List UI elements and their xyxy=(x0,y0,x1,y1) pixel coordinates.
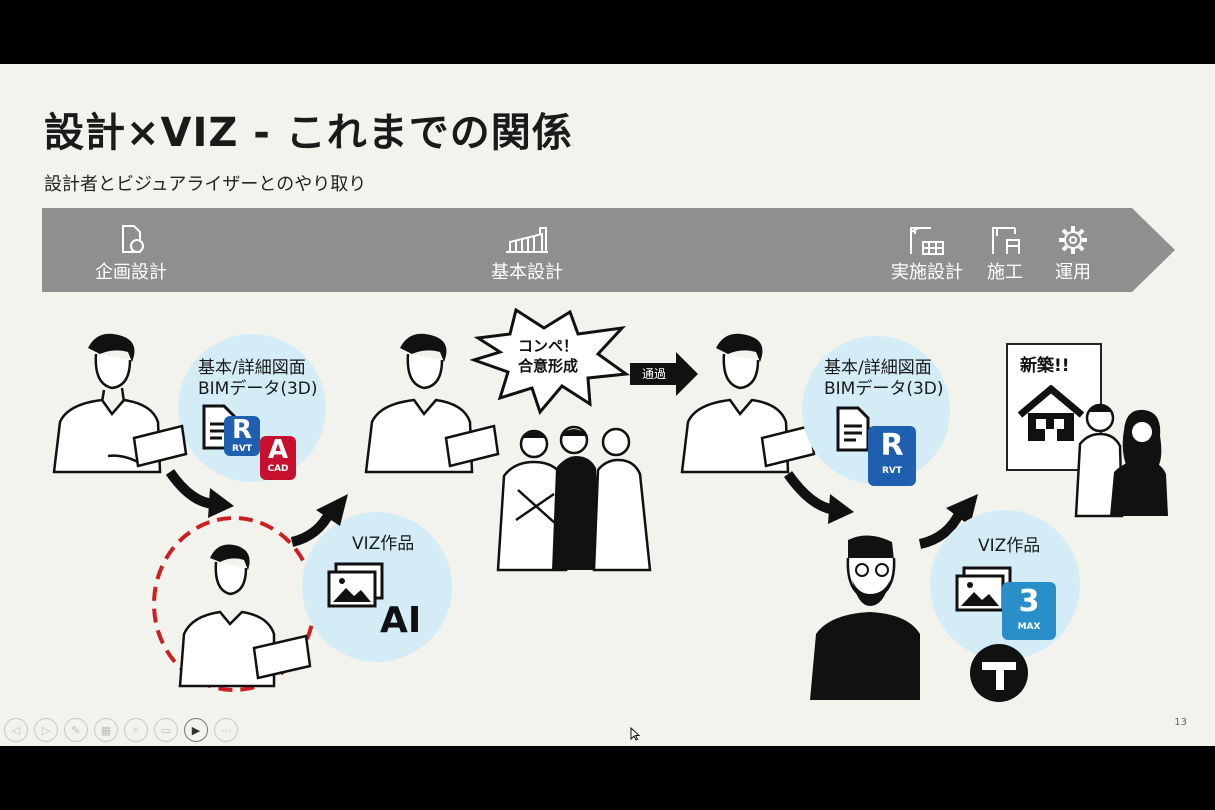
curved-arrow-down-icon xyxy=(166,469,234,518)
3dsmax-badge: 3 MAX xyxy=(1002,582,1056,640)
subtitles-button[interactable]: ▭ xyxy=(154,718,178,742)
revit-badge: R RVT xyxy=(224,416,260,456)
house-icon xyxy=(1017,385,1085,441)
presentation-slide: 設計×VIZ - これまでの関係 設計者とビジュアライザーとのやり取り 企画設計… xyxy=(0,64,1215,746)
drawings-label-right: 基本/詳細図面 xyxy=(824,358,932,378)
slide-title: 設計×VIZ - これまでの関係 xyxy=(44,110,573,156)
revit-badge-right: R RVT xyxy=(868,426,916,486)
curved-arrow-down-right-icon xyxy=(784,471,854,524)
phase-construction-label: 施工 xyxy=(987,262,1023,283)
slideshow-toolbar: ◁ ▷ ✎ ▦ ⌕ ▭ ▶ ⋯ xyxy=(4,718,238,742)
burst-label: コンペ！合意形成 xyxy=(517,337,578,375)
design-data-bubble-left xyxy=(178,334,326,482)
image-gallery-icon xyxy=(327,562,384,608)
viz-works-label-left: VIZ作品 xyxy=(352,534,415,554)
new-building-label: 新築!! xyxy=(1020,356,1070,376)
phase-detailed-label: 実施設計 xyxy=(891,262,963,283)
page-number: 13 xyxy=(1174,717,1187,728)
twinmotion-logo-icon xyxy=(970,644,1028,702)
ai-label: AI xyxy=(380,600,422,641)
next-slide-button[interactable]: ▷ xyxy=(34,718,58,742)
mouse-pointer-icon xyxy=(630,727,640,741)
pass-label: 通過 xyxy=(630,363,678,385)
slide-subtitle: 設計者とビジュアライザーとのやり取り xyxy=(44,174,367,195)
construction-crane-icon xyxy=(992,227,1020,254)
zoom-button[interactable]: ⌕ xyxy=(124,718,148,742)
drawings-label-left: 基本/詳細図面 xyxy=(198,358,306,378)
crane-building-icon xyxy=(910,227,944,255)
previous-slide-button[interactable]: ◁ xyxy=(4,718,28,742)
bim-data-label-left: BIMデータ(3D) xyxy=(198,379,318,399)
phase-basic-label: 基本設計 xyxy=(491,262,563,283)
autocad-badge: A CAD xyxy=(260,436,296,480)
pen-tool-button[interactable]: ✎ xyxy=(64,718,88,742)
designer-illustration xyxy=(52,333,188,474)
curved-arrow-up-icon xyxy=(290,494,348,547)
phase-planning-label: 企画設計 xyxy=(95,262,167,283)
clients-group-illustration xyxy=(496,425,652,572)
highlighted-designer-illustration xyxy=(152,516,316,692)
phase-detailed: 実施設計 xyxy=(884,224,970,284)
building-icon xyxy=(506,227,548,253)
bim-data-label-right: BIMデータ(3D) xyxy=(824,379,944,399)
phase-operation-label: 運用 xyxy=(1055,262,1091,283)
phase-planning: 企画設計 xyxy=(88,224,174,284)
viz-works-label-right: VIZ作品 xyxy=(978,536,1041,556)
camera-button[interactable]: ▶ xyxy=(184,718,208,742)
phase-construction: 施工 xyxy=(980,224,1030,284)
process-banner-arrow xyxy=(42,208,1175,292)
phase-operation: 運用 xyxy=(1048,224,1098,284)
view-all-slides-button[interactable]: ▦ xyxy=(94,718,118,742)
document-search-icon xyxy=(122,225,144,253)
owners-illustration xyxy=(1074,403,1168,518)
designer-handoff-illustration xyxy=(680,333,816,474)
document-icon-right xyxy=(836,406,870,452)
designer-presenting-illustration xyxy=(364,333,500,474)
more-options-button[interactable]: ⋯ xyxy=(214,718,238,742)
phase-basic: 基本設計 xyxy=(484,224,570,284)
speech-burst-icon xyxy=(470,308,630,416)
arrow-right-icon xyxy=(676,352,698,396)
gear-icon xyxy=(1059,226,1087,254)
visualizer-illustration xyxy=(810,535,920,700)
